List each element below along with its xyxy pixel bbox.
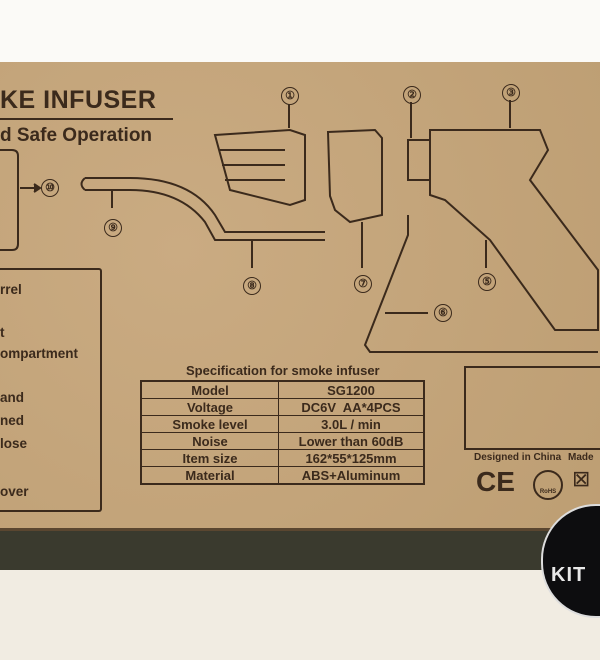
spec-value: 162*55*125mm	[278, 449, 425, 467]
product-title: KE INFUSER	[0, 86, 157, 114]
callout-2: ②	[403, 86, 421, 104]
spec-key: Item size	[140, 449, 279, 467]
callout-7: ⑦	[354, 275, 372, 293]
legend-item: ompartment	[0, 346, 79, 361]
callout-3: ③	[502, 84, 520, 102]
callout-5: ⑤	[478, 273, 496, 291]
spec-title: Specification for smoke infuser	[186, 363, 380, 378]
spec-key: Smoke level	[140, 415, 279, 433]
spec-value: DC6V AA*4PCS	[278, 398, 425, 416]
parts-legend: rrel t ompartment and ned lose over	[0, 268, 102, 512]
made-in-text: Made	[568, 452, 594, 463]
callout-10: ⑩	[41, 179, 59, 197]
spec-key: Noise	[140, 432, 279, 450]
spec-value: SG1200	[278, 380, 425, 399]
callout-6: ⑥	[434, 304, 452, 322]
title-underline	[0, 118, 173, 120]
spec-key: Voltage	[140, 398, 279, 416]
watermark-text: KIT	[551, 564, 587, 586]
blank-label-box	[464, 366, 600, 450]
compartment-drawing	[326, 128, 383, 224]
legend-item: and	[0, 390, 25, 405]
stand-drawing	[363, 215, 598, 353]
legend-item: lose	[0, 436, 28, 451]
weee-bin-icon: ⊠	[572, 466, 591, 491]
box-bottom-edge	[0, 528, 600, 570]
legend-item: over	[0, 484, 29, 499]
barrel-drawing	[213, 128, 306, 207]
spec-value: ABS+Aluminum	[278, 466, 425, 485]
callout-1: ①	[281, 87, 299, 105]
gun-body-drawing	[429, 129, 599, 331]
product-subtitle: d Safe Operation	[0, 125, 153, 146]
spec-key: Model	[140, 380, 279, 399]
spec-value: 3.0L / min	[278, 415, 425, 433]
legend-item: t	[0, 325, 5, 340]
spec-key: Material	[140, 466, 279, 485]
part-10-outline	[0, 149, 19, 251]
callout-8: ⑧	[243, 277, 261, 295]
spec-value: Lower than 60dB	[278, 432, 425, 450]
designed-in-text: Designed in China	[474, 452, 562, 463]
callout-9: ⑨	[104, 219, 122, 237]
ce-mark-icon: CE	[476, 466, 515, 497]
rohs-icon: RoHS	[533, 470, 563, 500]
background-wall	[0, 0, 600, 62]
legend-item: rrel	[0, 282, 22, 297]
hose-drawing	[85, 177, 325, 233]
legend-item: ned	[0, 413, 25, 428]
